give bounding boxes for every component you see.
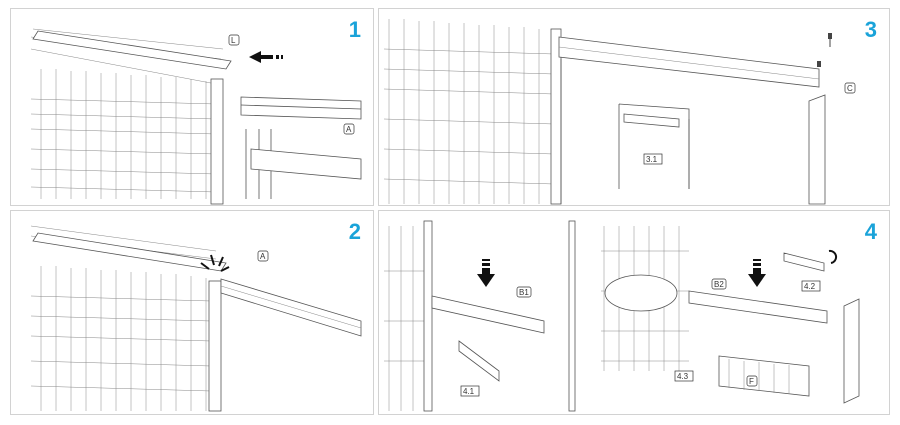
detail-4-1-drawing [458,340,500,382]
arrow-down-icon [748,259,766,287]
callout-C: C [847,84,853,93]
callout-C-box [844,82,856,94]
rotate-icon [828,249,838,264]
detail-4-2-label: 4.2 [804,282,816,291]
post-C [808,94,826,205]
post [210,78,224,205]
rail-detail [240,96,362,199]
post-left [423,220,433,412]
mesh-panel [30,225,217,411]
detail-3-1-label: 3.1 [646,155,658,164]
detail-4-3-label: 4.3 [677,372,689,381]
step-2-number: 2 [348,219,361,244]
detail-4-1-box [460,385,480,397]
screw-icon [817,33,832,67]
callout-B1-box [516,286,532,298]
step-1-panel: 1 L A [10,8,374,206]
callout-B1: B1 [519,288,529,297]
detail-3-1-box [643,153,663,165]
new-rail [220,278,362,337]
step-4-number: 4 [864,219,877,244]
callout-A-box [343,123,355,135]
top-rail [32,30,232,70]
rail-B1 [431,295,545,334]
step-2-illustration: A [30,225,362,412]
mesh-panel-left [384,226,424,411]
detail-3-1-drawing [618,103,690,189]
divider-post [568,220,576,412]
callout-A: A [346,125,352,134]
callout-L-box [228,34,240,46]
mesh-panel [30,28,224,199]
top-rail [32,232,227,272]
post [208,280,222,412]
step-1-number: 1 [348,17,361,42]
step-1-illustration: L A [30,28,362,205]
step-4-illustration: B1 4.1 B2 4.3 4.2 F [384,220,860,412]
callout-A: A [260,252,266,261]
click-burst-icon [200,254,230,272]
arrow-down-icon [477,259,495,287]
detail-4-3-box [674,370,694,382]
step-3-illustration: C 3.1 [383,19,856,205]
rail-B2 [688,290,828,324]
callout-F: F [749,377,754,386]
callout-B2-box [711,278,727,290]
step-2-panel: 2 A [10,210,374,415]
callout-L: L [231,36,236,45]
callout-A-box [257,250,269,262]
detail-4-1-label: 4.1 [463,387,475,396]
callout-F-box [746,375,758,387]
step-3-number: 3 [864,17,877,42]
step-4-panel: 4 B1 4.1 B2 [378,210,890,415]
top-rail [558,36,820,88]
detail-4-2-box [801,280,821,292]
mesh-panel [383,19,555,204]
post-right [843,298,860,404]
detail-4-2-drawing [783,252,825,272]
callout-B2: B2 [714,280,724,289]
arrow-left-icon [249,51,283,63]
step-3-panel: 3 C 3.1 [378,8,890,206]
bottom-rail [718,355,810,397]
zoom-bubble [604,274,678,312]
